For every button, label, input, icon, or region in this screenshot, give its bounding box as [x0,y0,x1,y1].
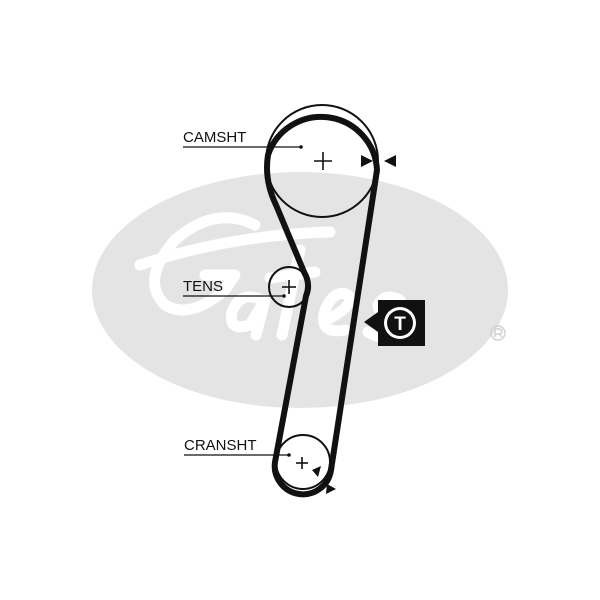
crankshaft-label: CRANSHT [184,437,257,454]
camshaft-label: CAMSHT [183,129,246,146]
tensioner-center-mark [282,280,296,294]
registered-mark-icon [490,325,506,341]
timing-belt [264,113,380,498]
crankshaft-center-mark [296,457,308,469]
crankshaft-pulley [275,434,331,490]
tensioner-leader-dot [282,294,286,298]
camshaft-timing-mark-right-icon [384,155,396,167]
camshaft-timing-mark-left-icon [361,155,373,167]
camshaft-leader-dot [299,145,303,149]
gates-watermark [92,172,508,408]
crankshaft-leader-dot [287,453,291,457]
crankshaft-timing-mark-outer-icon [326,484,336,494]
tension-point-icon: T [364,300,425,346]
camshaft-center-mark [314,152,332,170]
tensioner-label: TENS [183,278,223,295]
crankshaft-timing-mark-inner-icon [312,466,321,477]
tension-letter: T [394,314,406,335]
